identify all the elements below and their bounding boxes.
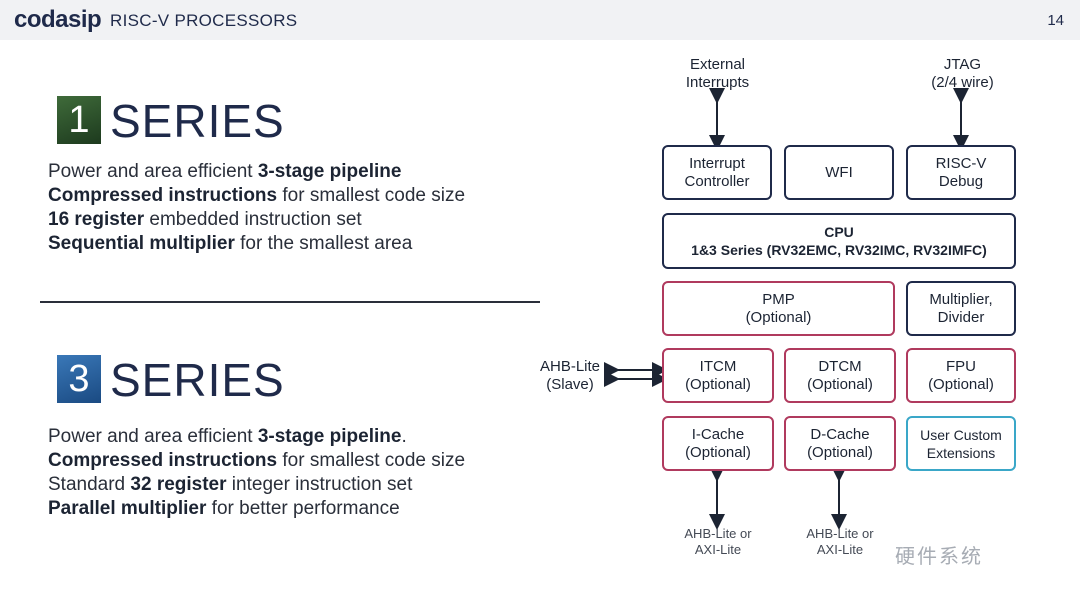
- brand-logo: codasip: [14, 6, 102, 33]
- series-1-feature-4: Sequential multiplier for the smallest a…: [48, 233, 413, 254]
- custom-extensions-block: User Custom Extensions: [906, 416, 1016, 471]
- dcache-block: D-Cache (Optional): [784, 416, 896, 471]
- series-3-feature-3: Standard 32 register integer instruction…: [48, 474, 413, 495]
- series-3-badge: 3: [57, 355, 101, 403]
- interrupt-controller-block: Interrupt Controller: [662, 145, 772, 200]
- series-1-feature-3: 16 register embedded instruction set: [48, 209, 362, 230]
- page-title: RISC-V PROCESSORS: [110, 11, 298, 30]
- header-bar: codasip RISC-V PROCESSORS 14: [0, 0, 1080, 40]
- fpu-block: FPU (Optional): [906, 348, 1016, 403]
- series-1-feature-2: Compressed instructions for smallest cod…: [48, 185, 466, 206]
- dtcm-block: DTCM (Optional): [784, 348, 896, 403]
- external-interrupts-label: External Interrupts: [685, 56, 750, 91]
- cpu-title: CPU: [824, 224, 854, 240]
- bus-left-label: AHB-Lite or AXI-Lite: [684, 526, 752, 557]
- pmp-block: PMP (Optional): [662, 281, 895, 336]
- cpu-block: CPU 1&3 Series (RV32EMC, RV32IMC, RV32IM…: [662, 213, 1016, 269]
- watermark-text: 硬件系统: [895, 546, 983, 568]
- series-1-feature-1: Power and area efficient 3-stage pipelin…: [48, 161, 402, 182]
- riscv-debug-block: RISC-V Debug: [906, 145, 1016, 200]
- series-3-feature-2: Compressed instructions for smallest cod…: [48, 450, 466, 471]
- multiplier-divider-block: Multiplier, Divider: [906, 281, 1016, 336]
- icache-block: I-Cache (Optional): [662, 416, 774, 471]
- ahb-slave-label: AHB-Lite (Slave): [539, 358, 601, 393]
- series-1-badge: 1: [57, 96, 101, 144]
- series-3-feature-4: Parallel multiplier for better performan…: [48, 498, 400, 519]
- page-number: 14: [1047, 12, 1064, 29]
- series-3-feature-1: Power and area efficient 3-stage pipelin…: [48, 426, 407, 447]
- wfi-block: WFI: [784, 145, 894, 200]
- series-1-title: SERIES: [110, 95, 285, 147]
- bus-right-label: AHB-Lite or AXI-Lite: [806, 526, 874, 557]
- itcm-block: ITCM (Optional): [662, 348, 774, 403]
- section-divider: [40, 301, 540, 303]
- cpu-subtitle: 1&3 Series (RV32EMC, RV32IMC, RV32IMFC): [691, 242, 987, 258]
- series-3-title: SERIES: [110, 354, 285, 406]
- jtag-label: JTAG (2/4 wire): [931, 56, 994, 91]
